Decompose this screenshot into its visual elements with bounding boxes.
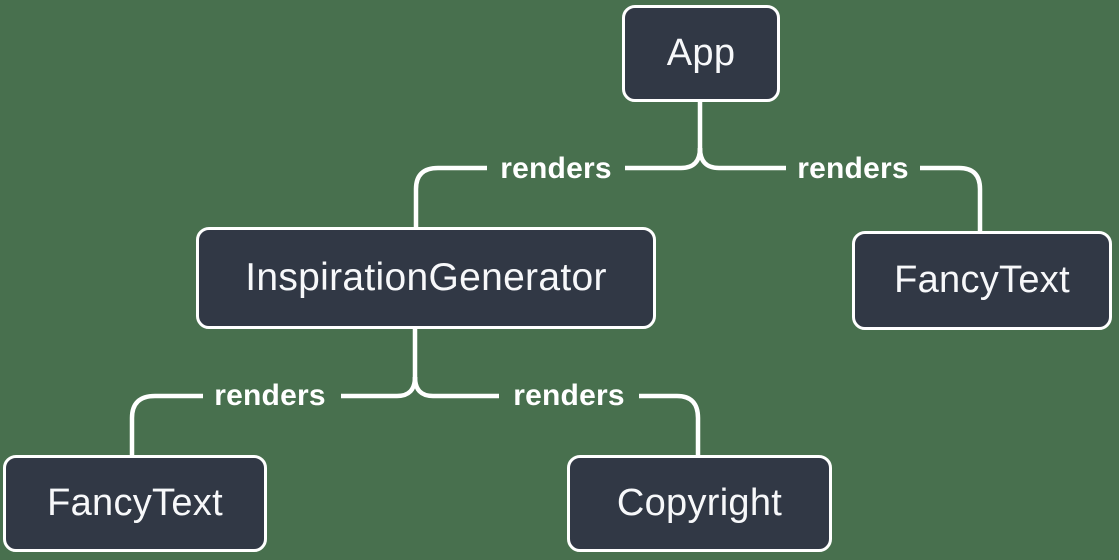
edge-label-app-inspirationgenerator: renders [500, 152, 612, 185]
node-copyright-label: Copyright [616, 482, 783, 524]
edge-app-to-inspirationgenerator-drop [413, 165, 487, 229]
edge-label-app-fancytext: renders [797, 152, 909, 185]
edge-app-left-flare [625, 147, 703, 171]
edge-app-to-fancytext-drop [920, 165, 983, 233]
node-fancy-text-bottom: FancyText [3, 455, 267, 552]
edge-ig-to-fancytext-drop [129, 393, 203, 457]
edge-label-inspirationgenerator-copyright: renders [513, 379, 625, 412]
node-fancy-text-top-label: FancyText [894, 259, 1070, 301]
edge-ig-left-flare [341, 376, 418, 399]
node-fancy-text-bottom-label: FancyText [47, 482, 223, 524]
edge-ig-to-copyright-drop [639, 393, 701, 457]
node-inspiration-generator: InspirationGenerator [196, 227, 656, 329]
node-inspiration-generator-label: InspirationGenerator [245, 256, 607, 299]
edge-ig-right-flare [412, 376, 499, 399]
edge-app-right-flare [697, 147, 786, 171]
edge-label-inspirationgenerator-fancytext: renders [214, 379, 326, 412]
node-copyright: Copyright [567, 455, 832, 552]
node-app: App [622, 5, 780, 102]
node-fancy-text-top: FancyText [852, 231, 1112, 330]
node-app-label: App [666, 32, 736, 74]
